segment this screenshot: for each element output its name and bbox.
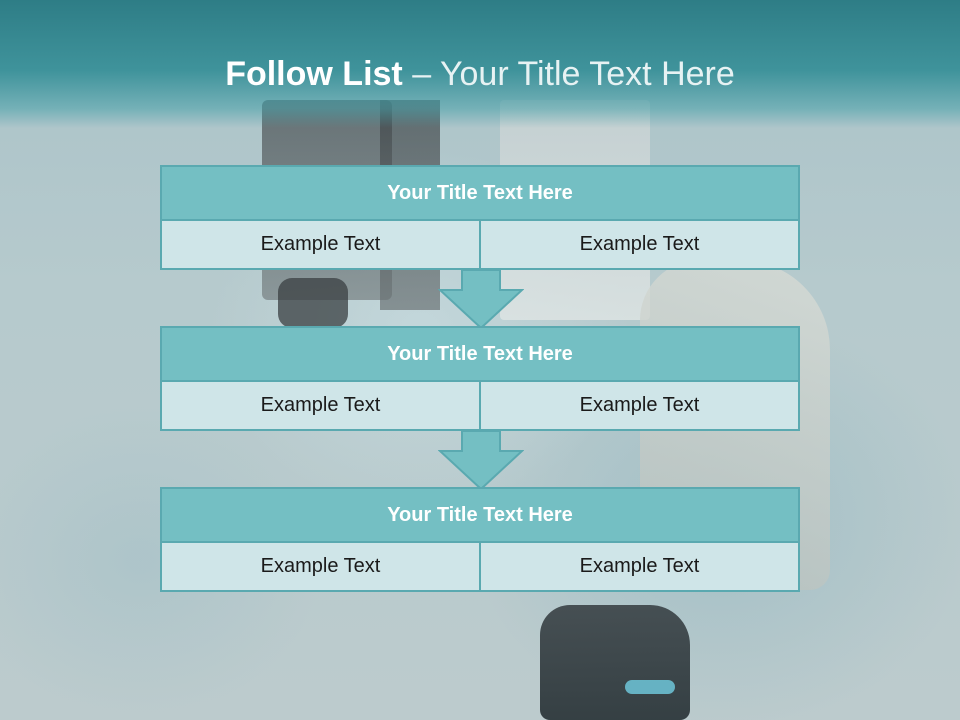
- step-1-left-text: Example Text: [160, 221, 481, 270]
- down-arrow-icon: [438, 431, 524, 491]
- step-title-2: Your Title Text Here: [160, 326, 800, 382]
- step-title-1: Your Title Text Here: [160, 165, 800, 221]
- step-box-2: Your Title Text Here Example Text Exampl…: [160, 326, 800, 431]
- step-row-2: Example Text Example Text: [160, 382, 800, 431]
- step-box-3: Your Title Text Here Example Text Exampl…: [160, 487, 800, 592]
- step-3-right-text: Example Text: [481, 543, 800, 592]
- step-2-right-text: Example Text: [481, 382, 800, 431]
- step-2-left-text: Example Text: [160, 382, 481, 431]
- step-1-right-text: Example Text: [481, 221, 800, 270]
- step-row-3: Example Text Example Text: [160, 543, 800, 592]
- background-figure-shoe-sole: [625, 680, 675, 694]
- background-figure-hand: [278, 278, 348, 328]
- title-banner: [0, 0, 960, 128]
- slide-title-bold: Follow List: [225, 55, 403, 93]
- step-box-1: Your Title Text Here Example Text Exampl…: [160, 165, 800, 270]
- background-figure-shoe: [540, 605, 690, 720]
- step-3-left-text: Example Text: [160, 543, 481, 592]
- step-title-3: Your Title Text Here: [160, 487, 800, 543]
- slide-title-rest: – Your Title Text Here: [412, 55, 735, 93]
- down-arrow-icon: [438, 270, 524, 330]
- step-row-1: Example Text Example Text: [160, 221, 800, 270]
- slide-title: Follow List – Your Title Text Here: [0, 55, 960, 94]
